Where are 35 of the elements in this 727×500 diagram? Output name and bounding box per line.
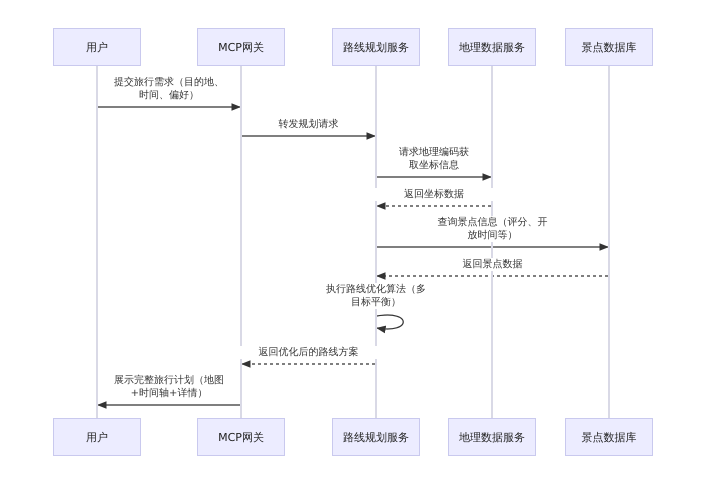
message-arrow xyxy=(376,202,491,210)
participant-name: 用户 xyxy=(86,40,108,54)
participant-name: 地理数据服务 xyxy=(459,430,525,444)
edge-label: 查询景点信息（评分、开放时间等） xyxy=(434,216,550,242)
participant-box xyxy=(565,418,653,456)
message-arrow xyxy=(241,360,375,368)
message-arrow xyxy=(97,401,240,409)
participant-box xyxy=(197,28,285,66)
lifeline xyxy=(96,66,98,418)
participant-box xyxy=(332,28,420,66)
participant-box xyxy=(448,28,536,66)
lifeline xyxy=(608,66,610,418)
message-arrow xyxy=(376,314,404,333)
participant-name: 景点数据库 xyxy=(582,430,636,444)
message-arrow xyxy=(242,132,376,140)
message-arrow xyxy=(377,243,609,251)
lifeline xyxy=(240,66,242,418)
participant-box xyxy=(53,28,141,66)
participant-name: 景点数据库 xyxy=(582,40,636,54)
participant-box xyxy=(565,28,653,66)
participant-name: MCP网关 xyxy=(218,40,264,54)
participant-box xyxy=(197,418,285,456)
edge-label: 返回坐标数据 xyxy=(372,188,496,201)
edge-label: 执行路线优化算法（多目标平衡） xyxy=(324,283,428,309)
participant-name: 地理数据服务 xyxy=(459,40,525,54)
message-arrow xyxy=(377,173,492,181)
participant-box xyxy=(332,418,420,456)
participant-name: MCP网关 xyxy=(218,430,264,444)
participant-name: 路线规划服务 xyxy=(343,40,409,54)
participant-name: 路线规划服务 xyxy=(343,430,409,444)
message-arrow xyxy=(98,103,241,111)
participant-box xyxy=(53,418,141,456)
participant-box xyxy=(448,418,536,456)
message-arrow xyxy=(376,272,608,280)
participant-name: 用户 xyxy=(86,430,108,444)
